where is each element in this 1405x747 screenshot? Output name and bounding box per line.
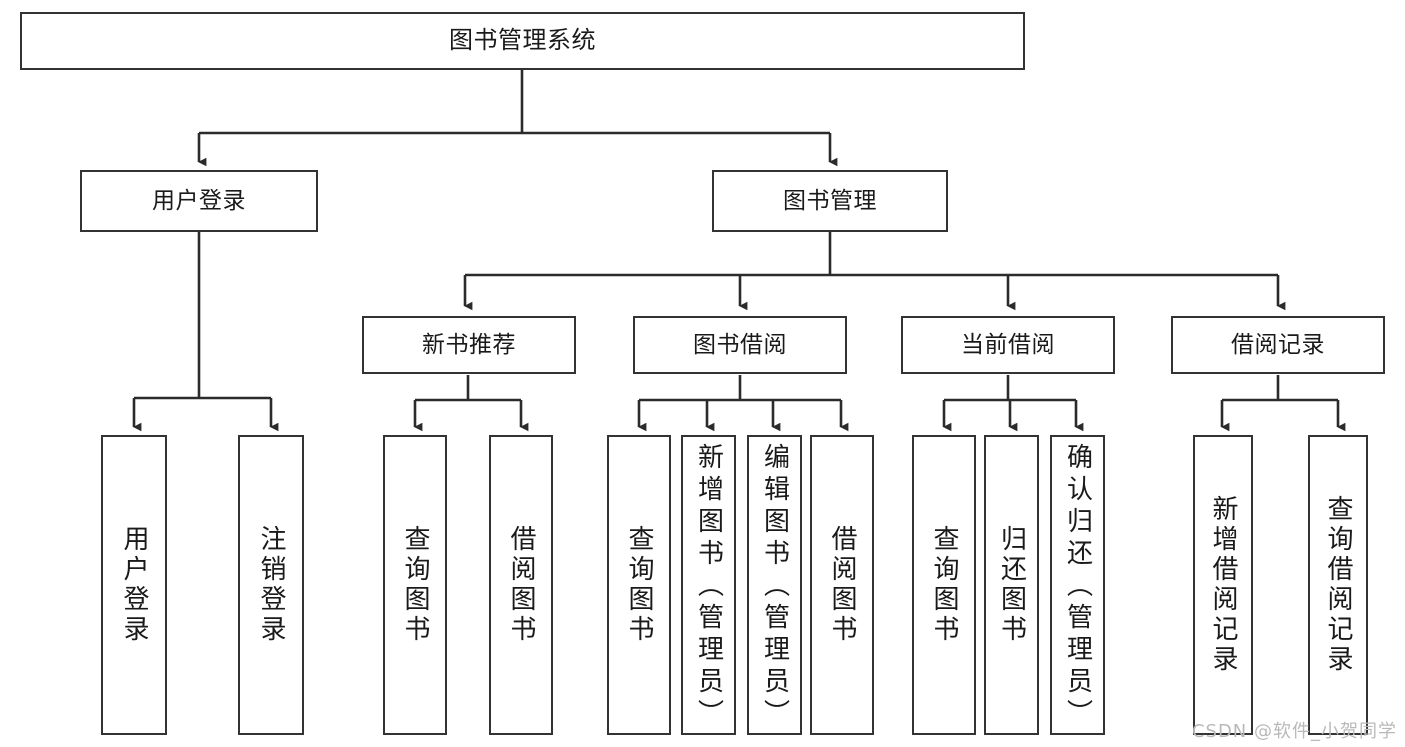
leaf-user-login[interactable]: 用户登录 <box>101 435 167 735</box>
leaf-add-book[interactable]: 新增图书（管理员） <box>681 435 736 735</box>
csdn-watermark: CSDN @软件_小贺同学 <box>1191 721 1397 742</box>
leaf-borrow-book-1[interactable]: 借阅图书 <box>489 435 553 735</box>
leaf-edit-book[interactable]: 编辑图书（管理员） <box>747 435 802 735</box>
leaf-logout-login-label: 注销登录 <box>256 525 286 645</box>
node-current-borrow-label: 当前借阅 <box>961 331 1055 358</box>
leaf-query-book-1[interactable]: 查询图书 <box>383 435 447 735</box>
leaf-confirm-return-label: 确认归还（管理员） <box>1062 443 1093 731</box>
leaf-query-book-2[interactable]: 查询图书 <box>607 435 671 735</box>
node-book-borrow[interactable]: 图书借阅 <box>633 316 847 374</box>
node-user-login-label: 用户登录 <box>152 187 246 214</box>
leaf-logout-login[interactable]: 注销登录 <box>238 435 304 735</box>
leaf-return-book[interactable]: 归还图书 <box>984 435 1039 735</box>
leaf-query-book-3-label: 查询图书 <box>929 525 959 645</box>
leaf-borrow-book-2-label: 借阅图书 <box>827 525 857 645</box>
leaf-query-book-1-label: 查询图书 <box>400 525 430 645</box>
node-root[interactable]: 图书管理系统 <box>20 12 1025 70</box>
node-new-book-recommend-label: 新书推荐 <box>422 331 516 358</box>
leaf-return-book-label: 归还图书 <box>996 525 1027 645</box>
leaf-query-record[interactable]: 查询借阅记录 <box>1308 435 1368 735</box>
node-book-management-label: 图书管理 <box>783 187 877 214</box>
node-book-borrow-label: 图书借阅 <box>693 331 787 358</box>
node-user-login[interactable]: 用户登录 <box>80 170 318 232</box>
node-borrow-record[interactable]: 借阅记录 <box>1171 316 1385 374</box>
leaf-query-book-2-label: 查询图书 <box>624 525 654 645</box>
leaf-query-book-3[interactable]: 查询图书 <box>912 435 976 735</box>
leaf-user-login-label: 用户登录 <box>119 525 149 645</box>
leaf-edit-book-label: 编辑图书（管理员） <box>759 443 790 731</box>
node-book-management[interactable]: 图书管理 <box>712 170 948 232</box>
node-current-borrow[interactable]: 当前借阅 <box>901 316 1115 374</box>
node-new-book-recommend[interactable]: 新书推荐 <box>362 316 576 374</box>
leaf-add-book-label: 新增图书（管理员） <box>693 443 724 731</box>
leaf-borrow-book-1-label: 借阅图书 <box>506 525 536 645</box>
node-borrow-record-label: 借阅记录 <box>1231 331 1325 358</box>
leaf-query-record-label: 查询借阅记录 <box>1323 495 1353 675</box>
leaf-confirm-return[interactable]: 确认归还（管理员） <box>1050 435 1105 735</box>
node-root-label: 图书管理系统 <box>449 26 596 55</box>
leaf-add-record[interactable]: 新增借阅记录 <box>1193 435 1253 735</box>
leaf-add-record-label: 新增借阅记录 <box>1208 495 1238 675</box>
leaf-borrow-book-2[interactable]: 借阅图书 <box>810 435 874 735</box>
